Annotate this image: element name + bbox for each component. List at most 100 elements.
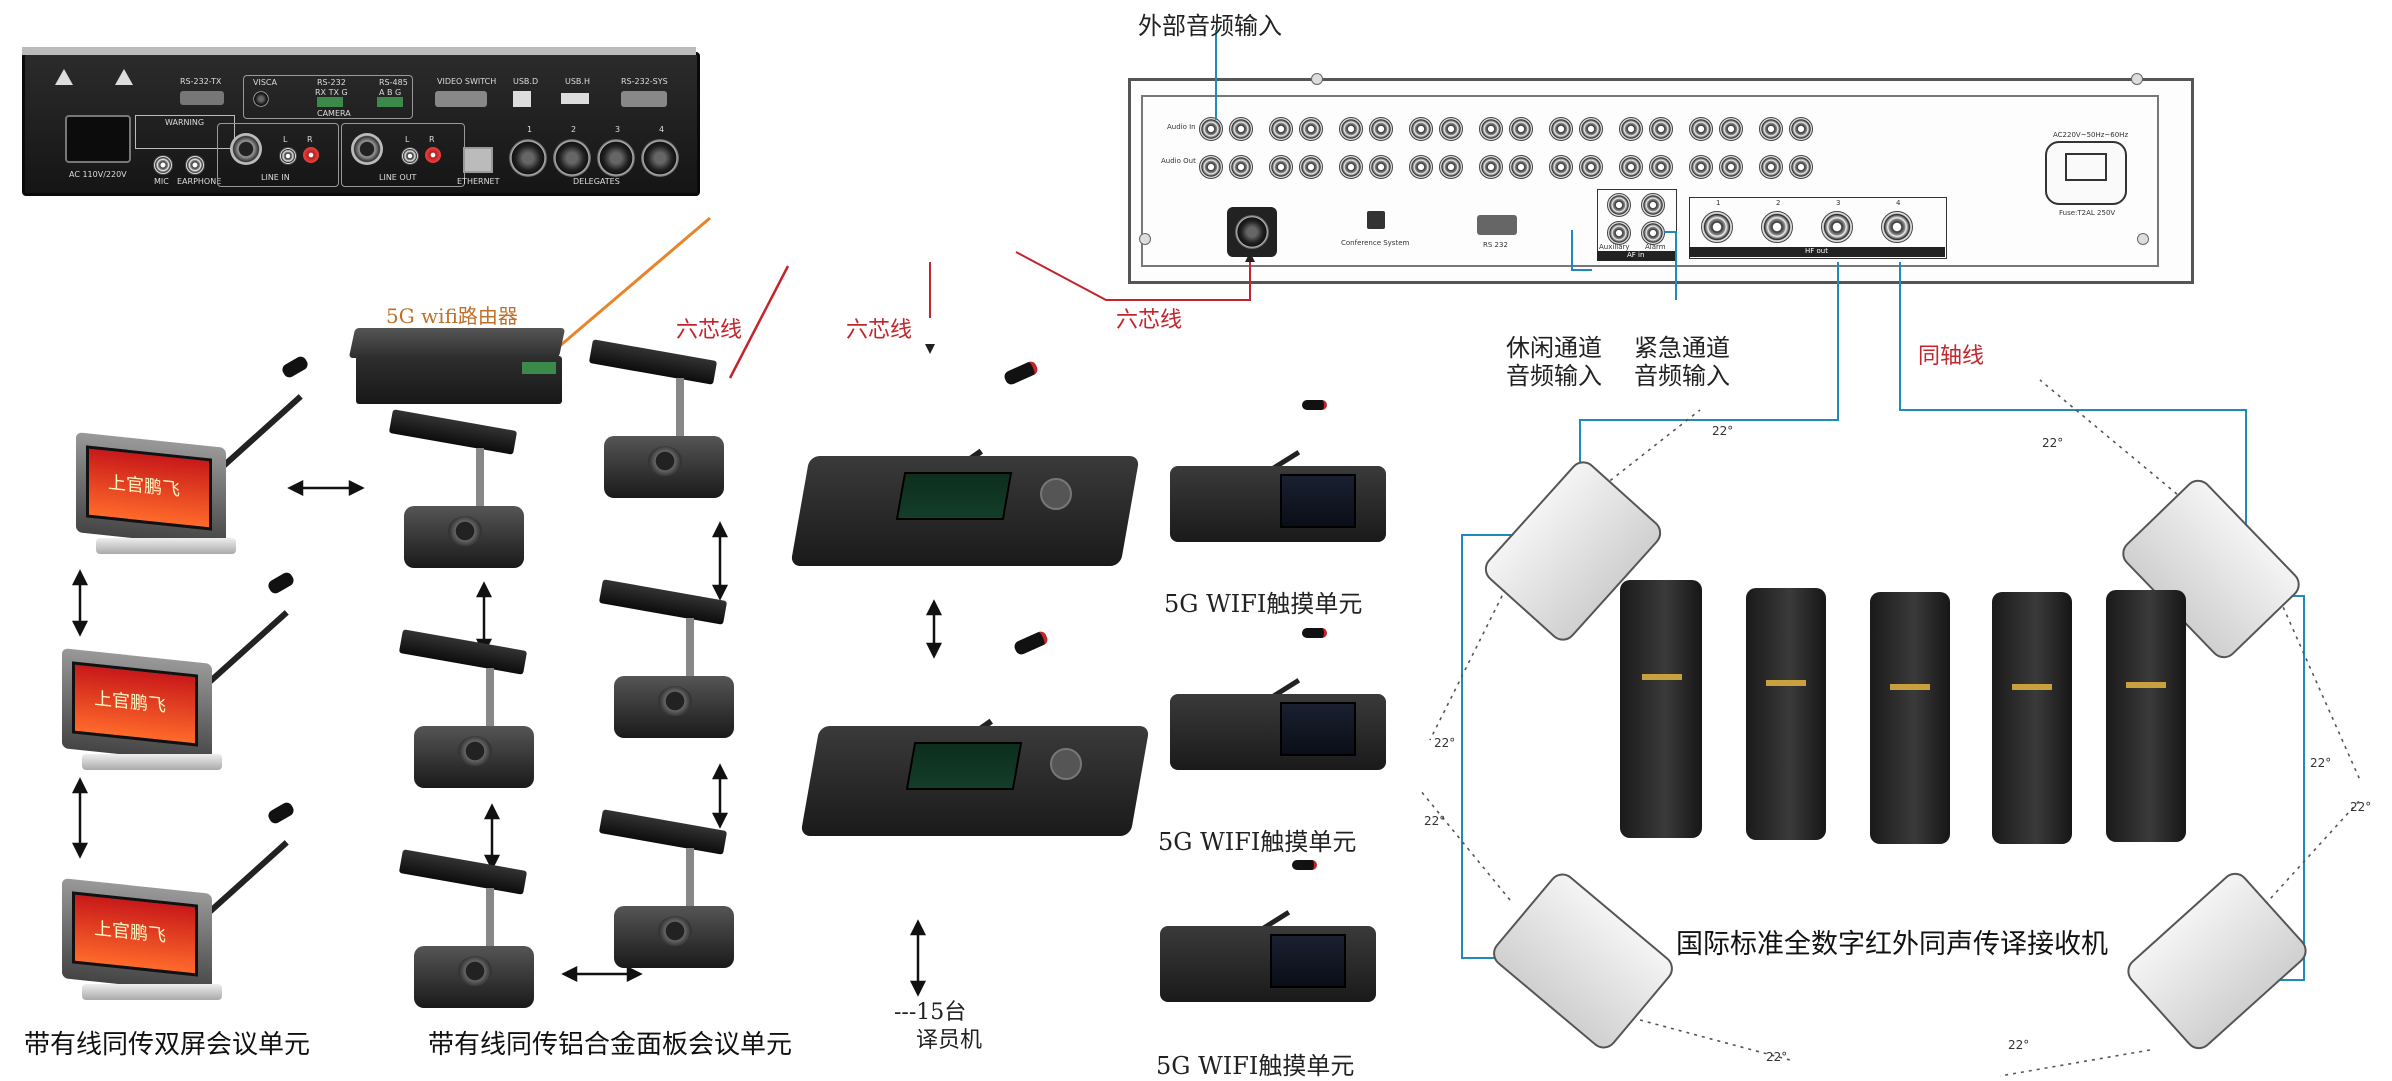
rca-port [1299, 117, 1323, 141]
mic-label: MIC [154, 177, 169, 186]
alloy-mic-stem [476, 448, 484, 510]
rs485-label: RS-485 [379, 78, 408, 87]
arrowhead-icon [925, 344, 935, 354]
auxiliary-port [1607, 221, 1631, 245]
interpreter-screen [895, 472, 1013, 520]
conference-port-socket [1235, 215, 1269, 249]
rca-port [1719, 117, 1743, 141]
hf-out-port-3 [1821, 211, 1853, 243]
dual-screen-unit-1: 上官鹏飞 [76, 354, 310, 560]
rca-port [1339, 117, 1363, 141]
visca-port [253, 91, 269, 107]
leisure-channel-label-1: 休闲通道 [1506, 334, 1602, 362]
audio-out-label: Audio Out [1161, 157, 1196, 165]
emergency-channel-label-2: 音频输入 [1634, 362, 1730, 390]
angle-label: 22° [1712, 424, 1734, 438]
six-core-line-3 [1015, 251, 1251, 301]
wifi-mic-head [1302, 400, 1327, 410]
unit-mic-stem [202, 610, 289, 689]
ir-receiver-group [1620, 580, 2186, 850]
af-in-port-top-2 [1641, 193, 1665, 217]
host-top-edge [22, 47, 696, 55]
alloy-speaker [448, 516, 482, 546]
ir-receiver-5 [2106, 590, 2186, 842]
six-core-label-2: 六芯线 [846, 318, 913, 343]
unit-foot [82, 754, 222, 770]
alarm-callout-line [1664, 231, 1677, 300]
rca-port [1789, 117, 1813, 141]
rs485-pins-label: A B G [379, 88, 402, 97]
arrowhead-icon [1245, 252, 1255, 262]
rs232-port [1477, 215, 1517, 235]
xlr-out-port [351, 133, 383, 165]
visca-label: VISCA [253, 78, 277, 87]
wifi-touch-unit-2 [1170, 628, 1400, 788]
receiver-gold-bar [2012, 684, 2052, 690]
hf-out-port-2 [1761, 211, 1793, 243]
angle-label: 22° [2350, 800, 2372, 814]
interpreter-knob [1050, 748, 1082, 780]
interpreter-knob [1040, 478, 1072, 510]
unit-mic-stem [216, 394, 303, 473]
wifi-unit-screen [1280, 474, 1356, 528]
rs232-terminal [317, 97, 343, 107]
af-in-port-top-1 [1607, 193, 1631, 217]
ac-voltage-label: AC 110V/220V [69, 170, 127, 179]
coax-label: 同轴线 [1918, 344, 1985, 369]
camera-box [243, 75, 413, 119]
earphone-label: EARPHONE [177, 177, 222, 186]
rca-port [1409, 155, 1433, 179]
rca-port [1759, 155, 1783, 179]
device-arrows [71, 479, 943, 997]
host-rear-panel: AC 110V/220V WARNING MIC EARPHONE RS-232… [22, 47, 700, 196]
screw-icon [2137, 233, 2149, 245]
angle-label: 22° [2310, 756, 2332, 770]
conference-system-button [1367, 211, 1385, 229]
unit-foot [96, 538, 236, 554]
screw-icon [1311, 73, 1323, 85]
alloy-speaker [458, 956, 492, 986]
receiver-gold-bar [2126, 682, 2166, 688]
hf-port-1-label: 1 [1716, 199, 1721, 207]
warning-icon [55, 69, 73, 85]
unit-mic-stem [202, 840, 289, 919]
conference-system-label: Conference System [1341, 239, 1410, 247]
angle-label: 22° [1766, 1050, 1788, 1064]
router-ethernet-line [547, 216, 711, 358]
alloy-mic-head [388, 409, 518, 455]
line-out-label: LINE OUT [379, 173, 417, 182]
power-inlet-socket [2065, 153, 2107, 181]
rca-port [1369, 155, 1393, 179]
rs232-pins-label: RX TX G [315, 88, 348, 97]
alloy-speaker [648, 446, 682, 476]
wifi-mic-head [1302, 628, 1327, 638]
wifi-unit-label-3: 5G WIFI触摸单元 [1156, 1052, 1355, 1080]
mic-jack [153, 155, 173, 175]
rca-port [1339, 155, 1363, 179]
alloy-speaker [458, 736, 492, 766]
ethernet-label: ETHERNET [457, 177, 500, 186]
ir-receiver-3 [1870, 592, 1950, 844]
usbd-port [513, 91, 531, 107]
rs232tx-port [180, 91, 224, 105]
rca-port [1579, 117, 1603, 141]
rca-port [1409, 117, 1433, 141]
auxiliary-callout-line [1571, 230, 1592, 271]
interpreter-unit-2 [800, 629, 1150, 860]
alloy-panel-unit [390, 629, 540, 820]
fuse-label: Fuse:T2AL 250V [2059, 209, 2116, 217]
rca-port [1719, 155, 1743, 179]
rs232sys-label: RS-232-SYS [621, 77, 668, 86]
angle-label: 22° [1424, 814, 1446, 828]
power-inlet [2045, 141, 2127, 205]
ir-receiver-4 [1992, 592, 2072, 844]
transmitter-rear-panel: Audio In Audio Out Conference System RS … [1128, 73, 2194, 284]
rca-port [1229, 155, 1253, 179]
audio-in-label: Audio In [1167, 123, 1196, 131]
line-in-r-label: R [307, 135, 313, 144]
alloy-mic-stem [686, 618, 694, 680]
hf-out-bar [1689, 247, 1945, 257]
wifi-unit-screen [1270, 934, 1346, 988]
delegate-port-3 [597, 139, 635, 177]
rca-port [1269, 155, 1293, 179]
